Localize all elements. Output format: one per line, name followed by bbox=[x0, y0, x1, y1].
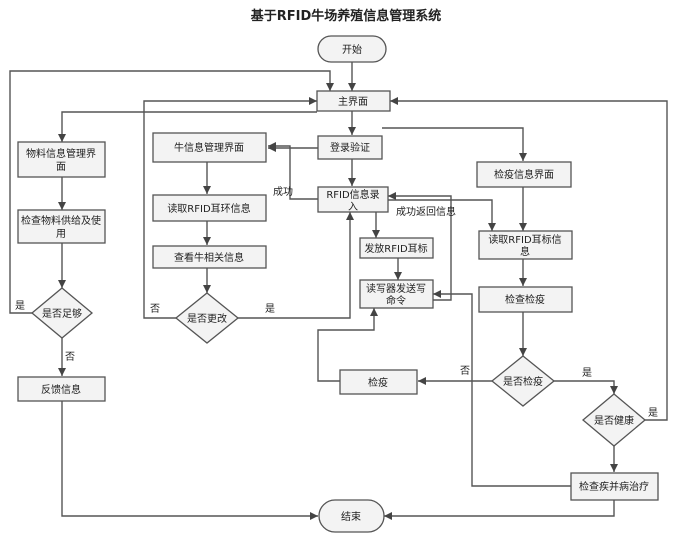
label-success-return: 成功返回信息 bbox=[396, 205, 456, 218]
label-yes-healthy: 是 bbox=[648, 407, 658, 419]
login-node: 登录验证 bbox=[317, 135, 383, 160]
healthy-label: 是否健康 bbox=[594, 414, 634, 427]
cattle-ui-label: 牛信息管理界面 bbox=[174, 141, 244, 154]
edge-reader-return bbox=[388, 192, 452, 301]
edge-labels: 是 否 成功 成功返回信息 否 是 否 是 是 bbox=[15, 186, 658, 419]
read-tag-right-node: 读取RFID耳标信 息 bbox=[478, 230, 573, 260]
enough-decision: 是否足够 bbox=[30, 287, 94, 339]
edge-login-quarantine-ui bbox=[382, 127, 527, 161]
label-no-enough: 否 bbox=[65, 351, 75, 363]
edge-treat-end bbox=[384, 500, 615, 520]
cattle-ui-node: 牛信息管理界面 bbox=[152, 132, 267, 163]
label-no-changed: 否 bbox=[150, 303, 160, 315]
rfid-entry-label-1: RFID信息录 bbox=[326, 188, 379, 201]
treat-label: 检查疾并病治疗 bbox=[579, 480, 649, 493]
edge-changed-no-loop bbox=[143, 97, 317, 319]
label-yes-changed: 是 bbox=[265, 303, 275, 315]
start-node: 开始 bbox=[317, 35, 387, 63]
treat-node: 检查疾并病治疗 bbox=[570, 472, 659, 501]
quarantine-check-label: 检查检疫 bbox=[505, 293, 545, 306]
check-supply-label-1: 检查物料供给及使 bbox=[21, 214, 101, 227]
reader-label-2: 命令 bbox=[386, 294, 406, 307]
feedback-node: 反馈信息 bbox=[17, 376, 106, 402]
feedback-label: 反馈信息 bbox=[41, 383, 81, 396]
end-node: 结束 bbox=[318, 499, 385, 533]
quarantine-exec-node: 检疫 bbox=[339, 369, 418, 395]
issue-tag-label: 发放RFID耳标 bbox=[364, 242, 427, 255]
label-no-quarantined: 否 bbox=[460, 365, 470, 377]
rfid-entry-label-2: 入 bbox=[348, 202, 358, 213]
diagram-title: 基于RFID牛场养殖信息管理系统 bbox=[250, 8, 442, 24]
reader-node: 读写器发送写 命令 bbox=[359, 279, 434, 309]
material-ui-node: 物料信息管理界 面 bbox=[17, 141, 106, 178]
main-interface-label: 主界面 bbox=[338, 96, 368, 108]
label-success: 成功 bbox=[273, 186, 293, 198]
read-tag-mid-label: 读取RFID耳环信息 bbox=[167, 202, 250, 215]
reader-label-1: 读写器发送写 bbox=[366, 282, 426, 295]
login-label: 登录验证 bbox=[330, 141, 370, 154]
end-label: 结束 bbox=[341, 510, 361, 523]
edge-qexec-reader bbox=[317, 308, 378, 382]
label-yes-quarantined: 是 bbox=[582, 367, 592, 379]
edge-treat-reader bbox=[433, 290, 576, 487]
edge-enough-yes-loop bbox=[9, 70, 334, 314]
connectors bbox=[9, 62, 668, 520]
check-supply-node: 检查物料供给及使 用 bbox=[17, 209, 106, 244]
healthy-decision: 是否健康 bbox=[581, 393, 647, 447]
material-ui-label-2: 面 bbox=[56, 162, 66, 173]
changed-decision: 是否更改 bbox=[174, 292, 240, 344]
quarantined-label: 是否检疫 bbox=[503, 375, 543, 388]
quarantined-decision: 是否检疫 bbox=[490, 355, 556, 407]
quarantine-check-node: 检查检疫 bbox=[478, 286, 573, 313]
edge-rfid-to-right-read bbox=[388, 199, 496, 231]
edge-main-material bbox=[58, 111, 317, 142]
quarantine-exec-label: 检疫 bbox=[368, 376, 388, 389]
label-yes-enough: 是 bbox=[15, 300, 25, 312]
edge-success-to-cattle bbox=[268, 142, 318, 200]
issue-tag-node: 发放RFID耳标 bbox=[359, 237, 434, 259]
view-cattle-node: 查看牛相关信息 bbox=[152, 245, 267, 269]
read-tag-right-label-2: 息 bbox=[520, 245, 530, 258]
view-cattle-label: 查看牛相关信息 bbox=[174, 251, 244, 264]
quarantine-ui-label: 检疫信息界面 bbox=[494, 168, 554, 181]
main-interface-node: 主界面 bbox=[316, 90, 391, 112]
rfid-entry-node: RFID信息录 入 bbox=[317, 186, 389, 213]
start-label: 开始 bbox=[342, 43, 362, 56]
edge-quarantined-yes bbox=[554, 380, 618, 394]
edge-healthy-yes bbox=[390, 97, 668, 421]
material-ui-label-1: 物料信息管理界 bbox=[26, 147, 96, 160]
check-supply-label-2: 用 bbox=[56, 229, 66, 240]
edge-feedback-end bbox=[61, 401, 318, 520]
read-tag-mid-node: 读取RFID耳环信息 bbox=[152, 194, 267, 222]
edge-changed-yes bbox=[238, 212, 354, 319]
enough-label: 是否足够 bbox=[42, 308, 82, 320]
read-tag-right-label-1: 读取RFID耳标信 bbox=[488, 233, 561, 246]
changed-label: 是否更改 bbox=[187, 312, 227, 325]
quarantine-ui-node: 检疫信息界面 bbox=[476, 161, 572, 188]
